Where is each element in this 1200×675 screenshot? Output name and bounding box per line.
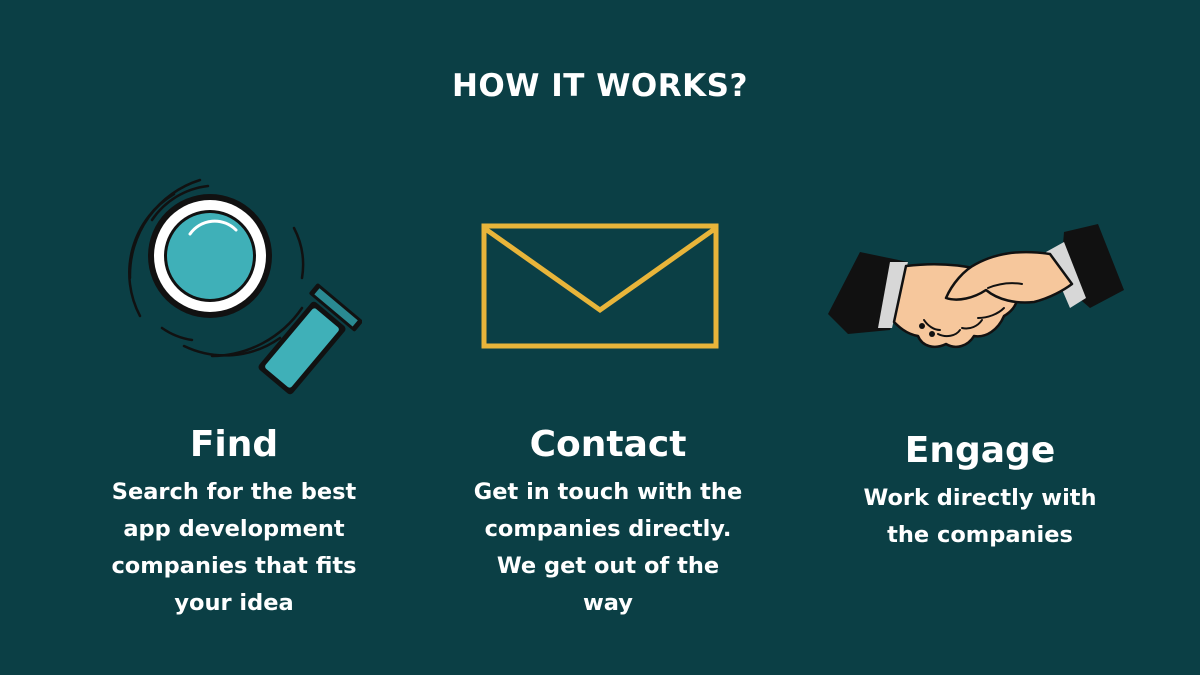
step-description-line: Work directly with: [863, 485, 1097, 511]
step-title-find: Find: [189, 424, 279, 465]
envelope-icon: [481, 223, 719, 349]
handshake-icon: [828, 224, 1124, 348]
step-description-line: companies directly.: [484, 516, 732, 542]
step-description-find: Search for the best app development comp…: [84, 474, 384, 622]
step-description-contact: Get in touch with the companies directly…: [458, 474, 758, 622]
step-description-line: the companies: [887, 522, 1073, 548]
step-description-line: We get out of the: [496, 553, 720, 579]
step-description-line: app development: [123, 516, 345, 542]
step-description-line: Search for the best: [111, 479, 357, 505]
step-description-engage: Work directly with the companies: [830, 480, 1130, 554]
step-description-line: your idea: [174, 590, 294, 616]
step-title-contact: Contact: [529, 424, 687, 465]
step-description-line: companies that fits: [111, 553, 357, 579]
step-title-engage: Engage: [904, 430, 1056, 471]
page-title: HOW IT WORKS?: [451, 68, 748, 104]
step-description-line: Get in touch with the: [473, 479, 743, 505]
step-description-line: way: [583, 590, 633, 616]
magnifying-glass-icon: [128, 178, 362, 395]
